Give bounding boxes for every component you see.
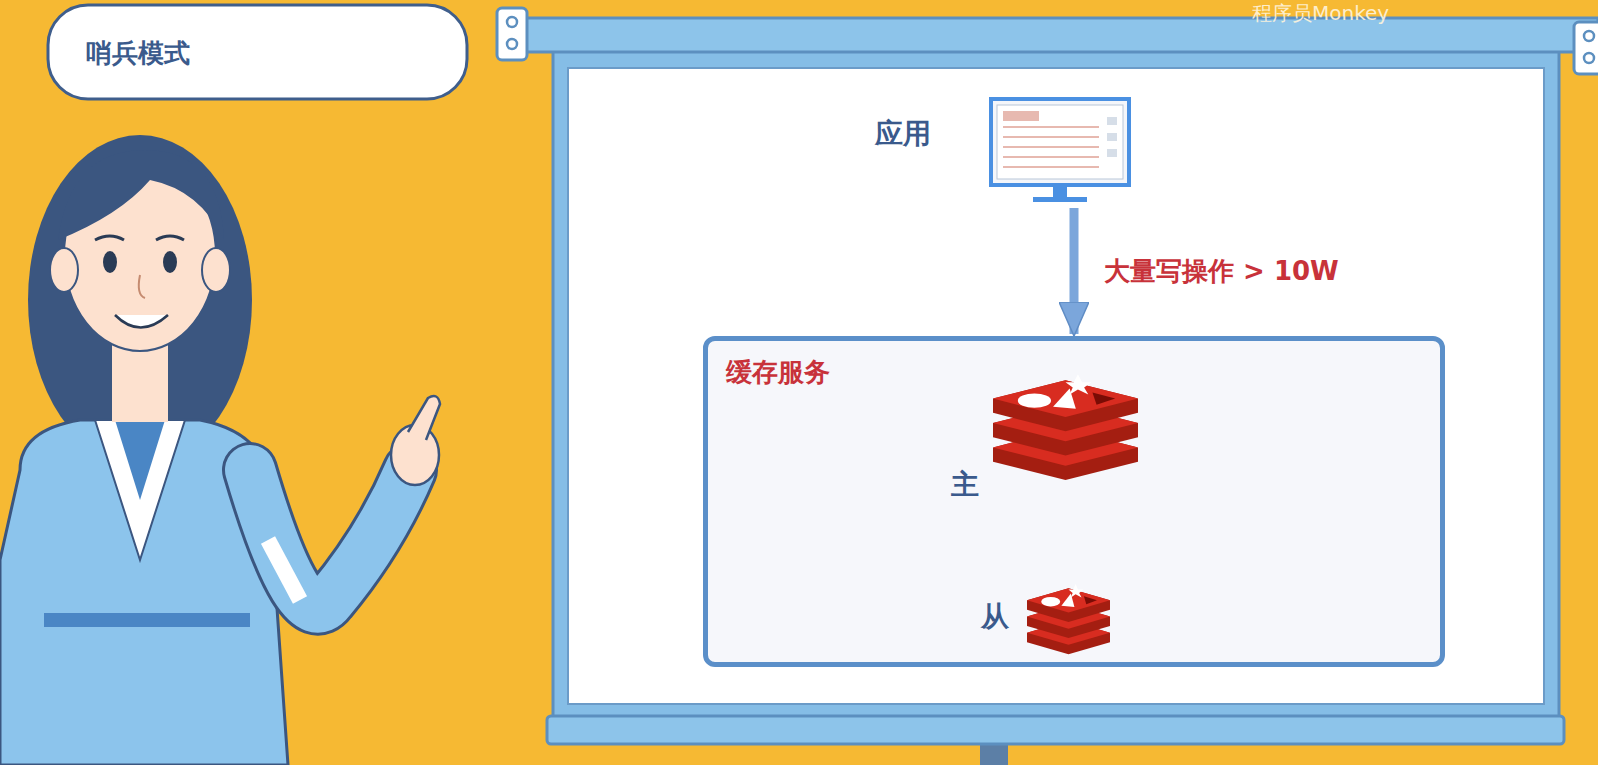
redis-master: 主 <box>993 362 1138 484</box>
monitor-icon <box>989 97 1131 204</box>
node-label: 应用 <box>875 115 931 153</box>
node-label: 主 <box>951 466 979 504</box>
group-title: 缓存服务 <box>726 355 830 390</box>
edge-label: 大量写操作 > 10W <box>1100 252 1343 291</box>
flow-arrow <box>1070 208 1079 334</box>
node-label: 从 <box>981 598 1009 636</box>
presenter-figure <box>0 135 440 765</box>
cache-group: 缓存服务主从 <box>703 336 1445 667</box>
redis-icon <box>1027 576 1110 657</box>
app-monitor: 应用 <box>989 97 1131 204</box>
redis-icon <box>993 362 1138 484</box>
watermark: 程序员Monkey <box>1252 0 1389 27</box>
redis-slave: 从 <box>1027 576 1110 657</box>
title: 哨兵模式 <box>86 36 190 71</box>
projector-screen <box>497 8 1598 765</box>
title-box <box>48 5 467 99</box>
